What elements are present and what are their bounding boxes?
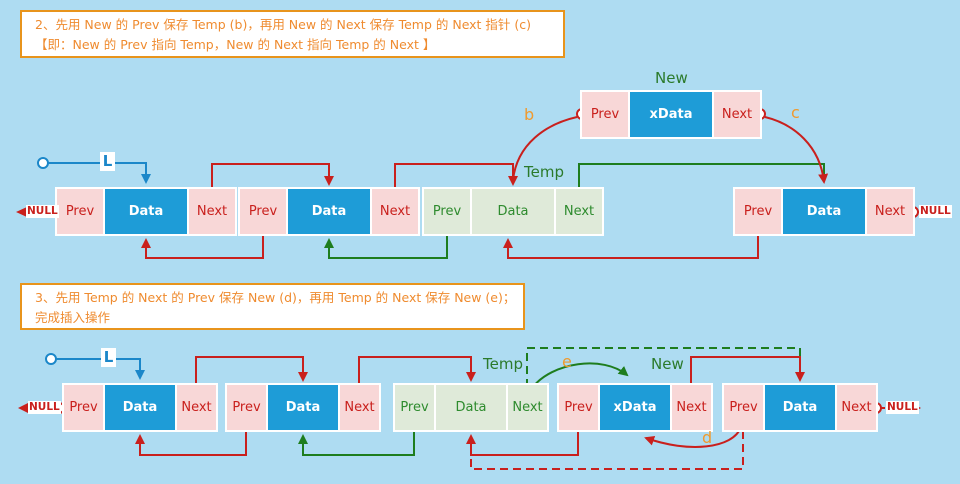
list-head-pin-icon: [37, 157, 49, 169]
step3-textbox: 3、先用 Temp 的 Next 的 Prev 保存 New (d)，再用 Te…: [20, 283, 525, 330]
step2-line2: 【即：New 的 Prev 指向 Temp，New 的 Next 指向 Temp…: [35, 37, 436, 52]
next-cell: Next: [508, 385, 547, 430]
step3-line2: 完成插入操作: [35, 310, 111, 325]
new-node-title: New: [655, 69, 688, 87]
list-head-label: L: [100, 152, 115, 171]
step2-textbox: 2、先用 New 的 Prev 保存 Temp (b)，再用 New 的 Nex…: [20, 10, 565, 58]
next-cell: Next: [372, 189, 418, 234]
data-cell: Data: [436, 385, 506, 430]
prev-cell: Prev: [724, 385, 763, 430]
data-cell: Data: [105, 189, 187, 234]
edge-b-label: b: [524, 105, 535, 124]
row2-new-node: Prev xData Next: [557, 383, 713, 432]
next-cell: Next: [189, 189, 235, 234]
prev-cell: Prev: [424, 189, 470, 234]
row1-edge-c-new-next-to-lastnode: [754, 108, 829, 184]
row1-node2: Prev Data Next: [238, 187, 420, 236]
data-cell: Data: [472, 189, 554, 234]
row1-new-node: Prev xData Next: [580, 90, 762, 139]
null-label: NULL: [28, 401, 61, 414]
edge-c-label: c: [791, 103, 800, 122]
temp-node-title: Temp: [483, 355, 523, 373]
next-cell: Next: [177, 385, 216, 430]
data-cell: Data: [268, 385, 338, 430]
new-node-title: New: [651, 355, 684, 373]
row2-list-head-pointer: [45, 353, 145, 380]
row1-lastnode: Prev Data Next: [733, 187, 915, 236]
temp-node-title: Temp: [524, 163, 564, 181]
next-cell: Next: [867, 189, 913, 234]
next-cell: Next: [714, 92, 760, 137]
row1-list-head-pointer: [37, 157, 151, 184]
next-cell: Next: [672, 385, 711, 430]
prev-cell: Prev: [582, 92, 628, 137]
null-label: NULL: [26, 205, 59, 218]
data-cell: Data: [288, 189, 370, 234]
prev-cell: Prev: [227, 385, 266, 430]
step3-line1: 3、先用 Temp 的 Next 的 Prev 保存 New (d)，再用 Te…: [35, 290, 516, 305]
next-cell: Next: [837, 385, 876, 430]
step2-line1: 2、先用 New 的 Prev 保存 Temp (b)，再用 New 的 Nex…: [35, 17, 532, 32]
row2-node1: Prev Data Next: [62, 383, 218, 432]
data-cell: Data: [765, 385, 835, 430]
data-cell: Data: [783, 189, 865, 234]
xdata-cell: xData: [630, 92, 712, 137]
row2-lastnode: Prev Data Next: [722, 383, 878, 432]
next-cell: Next: [556, 189, 602, 234]
prev-cell: Prev: [735, 189, 781, 234]
null-label: NULL: [919, 205, 952, 218]
row2-node2: Prev Data Next: [225, 383, 381, 432]
prev-cell: Prev: [559, 385, 598, 430]
prev-cell: Prev: [240, 189, 286, 234]
prev-cell: Prev: [395, 385, 434, 430]
null-label: NULL: [886, 401, 919, 414]
list-head-label: L: [101, 348, 116, 367]
next-cell: Next: [340, 385, 379, 430]
prev-cell: Prev: [64, 385, 103, 430]
row1-node1: Prev Data Next: [55, 187, 237, 236]
xdata-cell: xData: [600, 385, 670, 430]
row1-temp-node: Prev Data Next: [422, 187, 604, 236]
prev-cell: Prev: [57, 189, 103, 234]
edge-e-label: e: [562, 352, 572, 371]
data-cell: Data: [105, 385, 175, 430]
list-head-pin-icon: [45, 353, 57, 365]
row2-temp-node: Prev Data Next: [393, 383, 549, 432]
edge-d-label: d: [702, 428, 713, 447]
